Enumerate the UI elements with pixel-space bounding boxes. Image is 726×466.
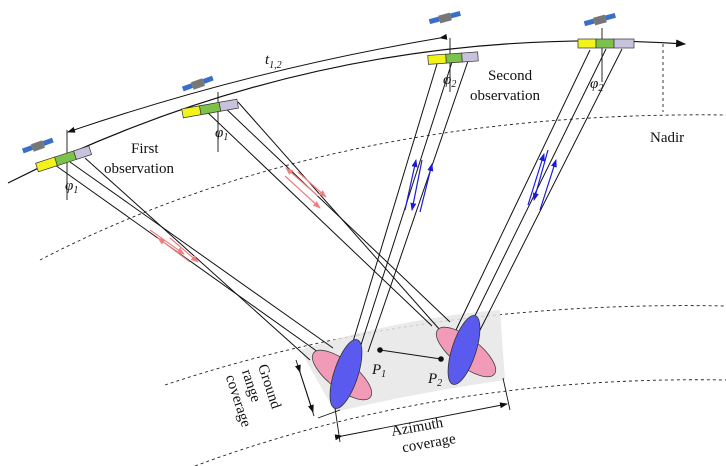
azimuth-label: Azimuth coverage (390, 415, 457, 456)
satellite-icon (21, 10, 616, 154)
first-observation-label-1: First (131, 141, 159, 157)
phi2-label-b: φ2 (590, 76, 603, 94)
p1-label: P1 (371, 362, 386, 380)
time-interval-arrow (67, 33, 448, 133)
phi2-label-a: φ2 (443, 72, 456, 90)
p2-label: P2 (427, 371, 442, 389)
phi1-label-a: φ1 (65, 178, 78, 196)
footprint-second (435, 315, 497, 385)
second-observation-label-1: Second (488, 68, 533, 84)
time-interval-label: t1,2 (265, 52, 282, 71)
surface-curve-bottom (194, 379, 726, 466)
first-observation-label-2: observation (104, 161, 174, 177)
first-observation-arrows (149, 167, 327, 263)
azimuth-dimension (334, 377, 511, 443)
second-observation-label-2: observation (470, 88, 540, 104)
first-observation-beams (54, 101, 451, 361)
surface-curve-upper (39, 114, 726, 261)
nadir-label: Nadir (650, 130, 684, 146)
p1-p2-link (379, 349, 442, 360)
footprint-first (311, 339, 373, 409)
second-observation-arrows (404, 149, 557, 213)
point-p2 (438, 356, 444, 362)
antenna-icon (35, 38, 635, 173)
ground-range-label: Ground range coverage (222, 362, 284, 429)
phi1-label-b: φ1 (215, 125, 228, 143)
point-p1 (377, 347, 383, 353)
phi-reference-lines (66, 28, 603, 200)
